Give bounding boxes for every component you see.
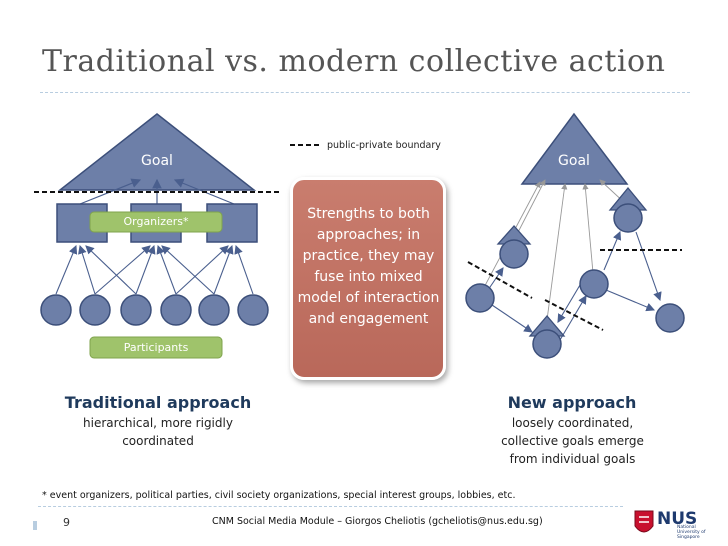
participant-node bbox=[120, 294, 152, 326]
modern-boundary-line bbox=[467, 261, 533, 299]
modern-goal-triangle bbox=[520, 112, 629, 185]
organizers-pill bbox=[89, 211, 223, 233]
title-divider bbox=[40, 92, 690, 93]
center-callout-text: Strengths to both approaches; in practic… bbox=[297, 206, 440, 327]
footnote: * event organizers, political parties, c… bbox=[42, 490, 516, 501]
participant-node bbox=[40, 294, 72, 326]
participant-arrows bbox=[55, 244, 254, 295]
nus-logo-text: NUS bbox=[657, 509, 698, 529]
traditional-heading: Traditional approach bbox=[64, 393, 252, 412]
modern-node bbox=[579, 269, 609, 299]
modern-node bbox=[499, 239, 529, 269]
traditional-description: hierarchical, more rigidly coordinated bbox=[83, 416, 233, 448]
modern-boundary-line bbox=[544, 299, 604, 331]
traditional-goal-label: Goal bbox=[141, 153, 173, 169]
page-number: 9 bbox=[63, 516, 70, 529]
participant-node bbox=[160, 294, 192, 326]
participant-node bbox=[79, 294, 111, 326]
modern-network-arrows bbox=[487, 230, 662, 341]
modern-node bbox=[613, 203, 643, 233]
footer-bullet-mark bbox=[33, 521, 37, 530]
participant-node bbox=[198, 294, 230, 326]
modern-heading: New approach bbox=[507, 393, 637, 412]
footer-divider bbox=[38, 506, 623, 507]
nus-logo-subtitle: National University of Singapore bbox=[677, 525, 706, 540]
center-callout-box bbox=[290, 177, 446, 380]
modern-node bbox=[465, 283, 495, 313]
participants-pill bbox=[89, 336, 223, 359]
participants-label: Participants bbox=[123, 341, 189, 354]
slide-title: Traditional vs. modern collective action bbox=[42, 44, 666, 79]
modern-goal-label: Goal bbox=[558, 153, 590, 169]
nus-crest-icon bbox=[634, 510, 654, 533]
organizers-label: Organizers* bbox=[123, 215, 189, 228]
legend-label: public-private boundary bbox=[327, 140, 441, 151]
modern-description: loosely coordinated, collective goals em… bbox=[501, 416, 644, 466]
modern-node bbox=[532, 329, 562, 359]
footer-credit: CNM Social Media Module – Giorgos Chelio… bbox=[212, 516, 543, 527]
traditional-goal-triangle bbox=[57, 113, 257, 191]
modern-node bbox=[655, 303, 685, 333]
participant-node bbox=[237, 294, 269, 326]
